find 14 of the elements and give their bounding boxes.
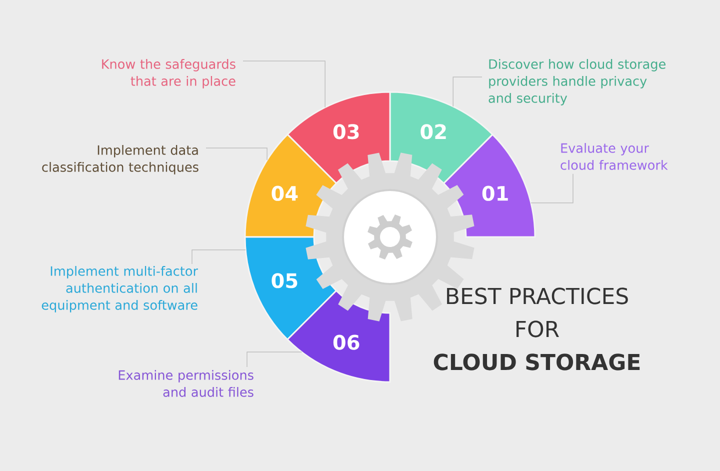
description-text: Examine permissions and audit files <box>118 370 254 397</box>
description-text: Implement data classification techniques <box>42 145 198 174</box>
ring-segment: 03 <box>286 91 391 184</box>
leader-line <box>192 250 246 264</box>
description-text: Evaluate your cloud framework <box>560 143 668 170</box>
leader-line <box>530 174 574 204</box>
leader-line <box>206 148 268 160</box>
leader-line <box>246 352 302 368</box>
leader-line <box>452 76 482 107</box>
leader-line <box>242 60 326 108</box>
title: BEST PRACTICES FOR CLOUD STORAGE <box>434 288 640 370</box>
description-text: Know the safeguards that are in place <box>102 59 236 88</box>
description-text: Implement multi-factor authentication on all equipment and software <box>42 266 198 312</box>
ring-segment: 06 <box>286 290 391 383</box>
